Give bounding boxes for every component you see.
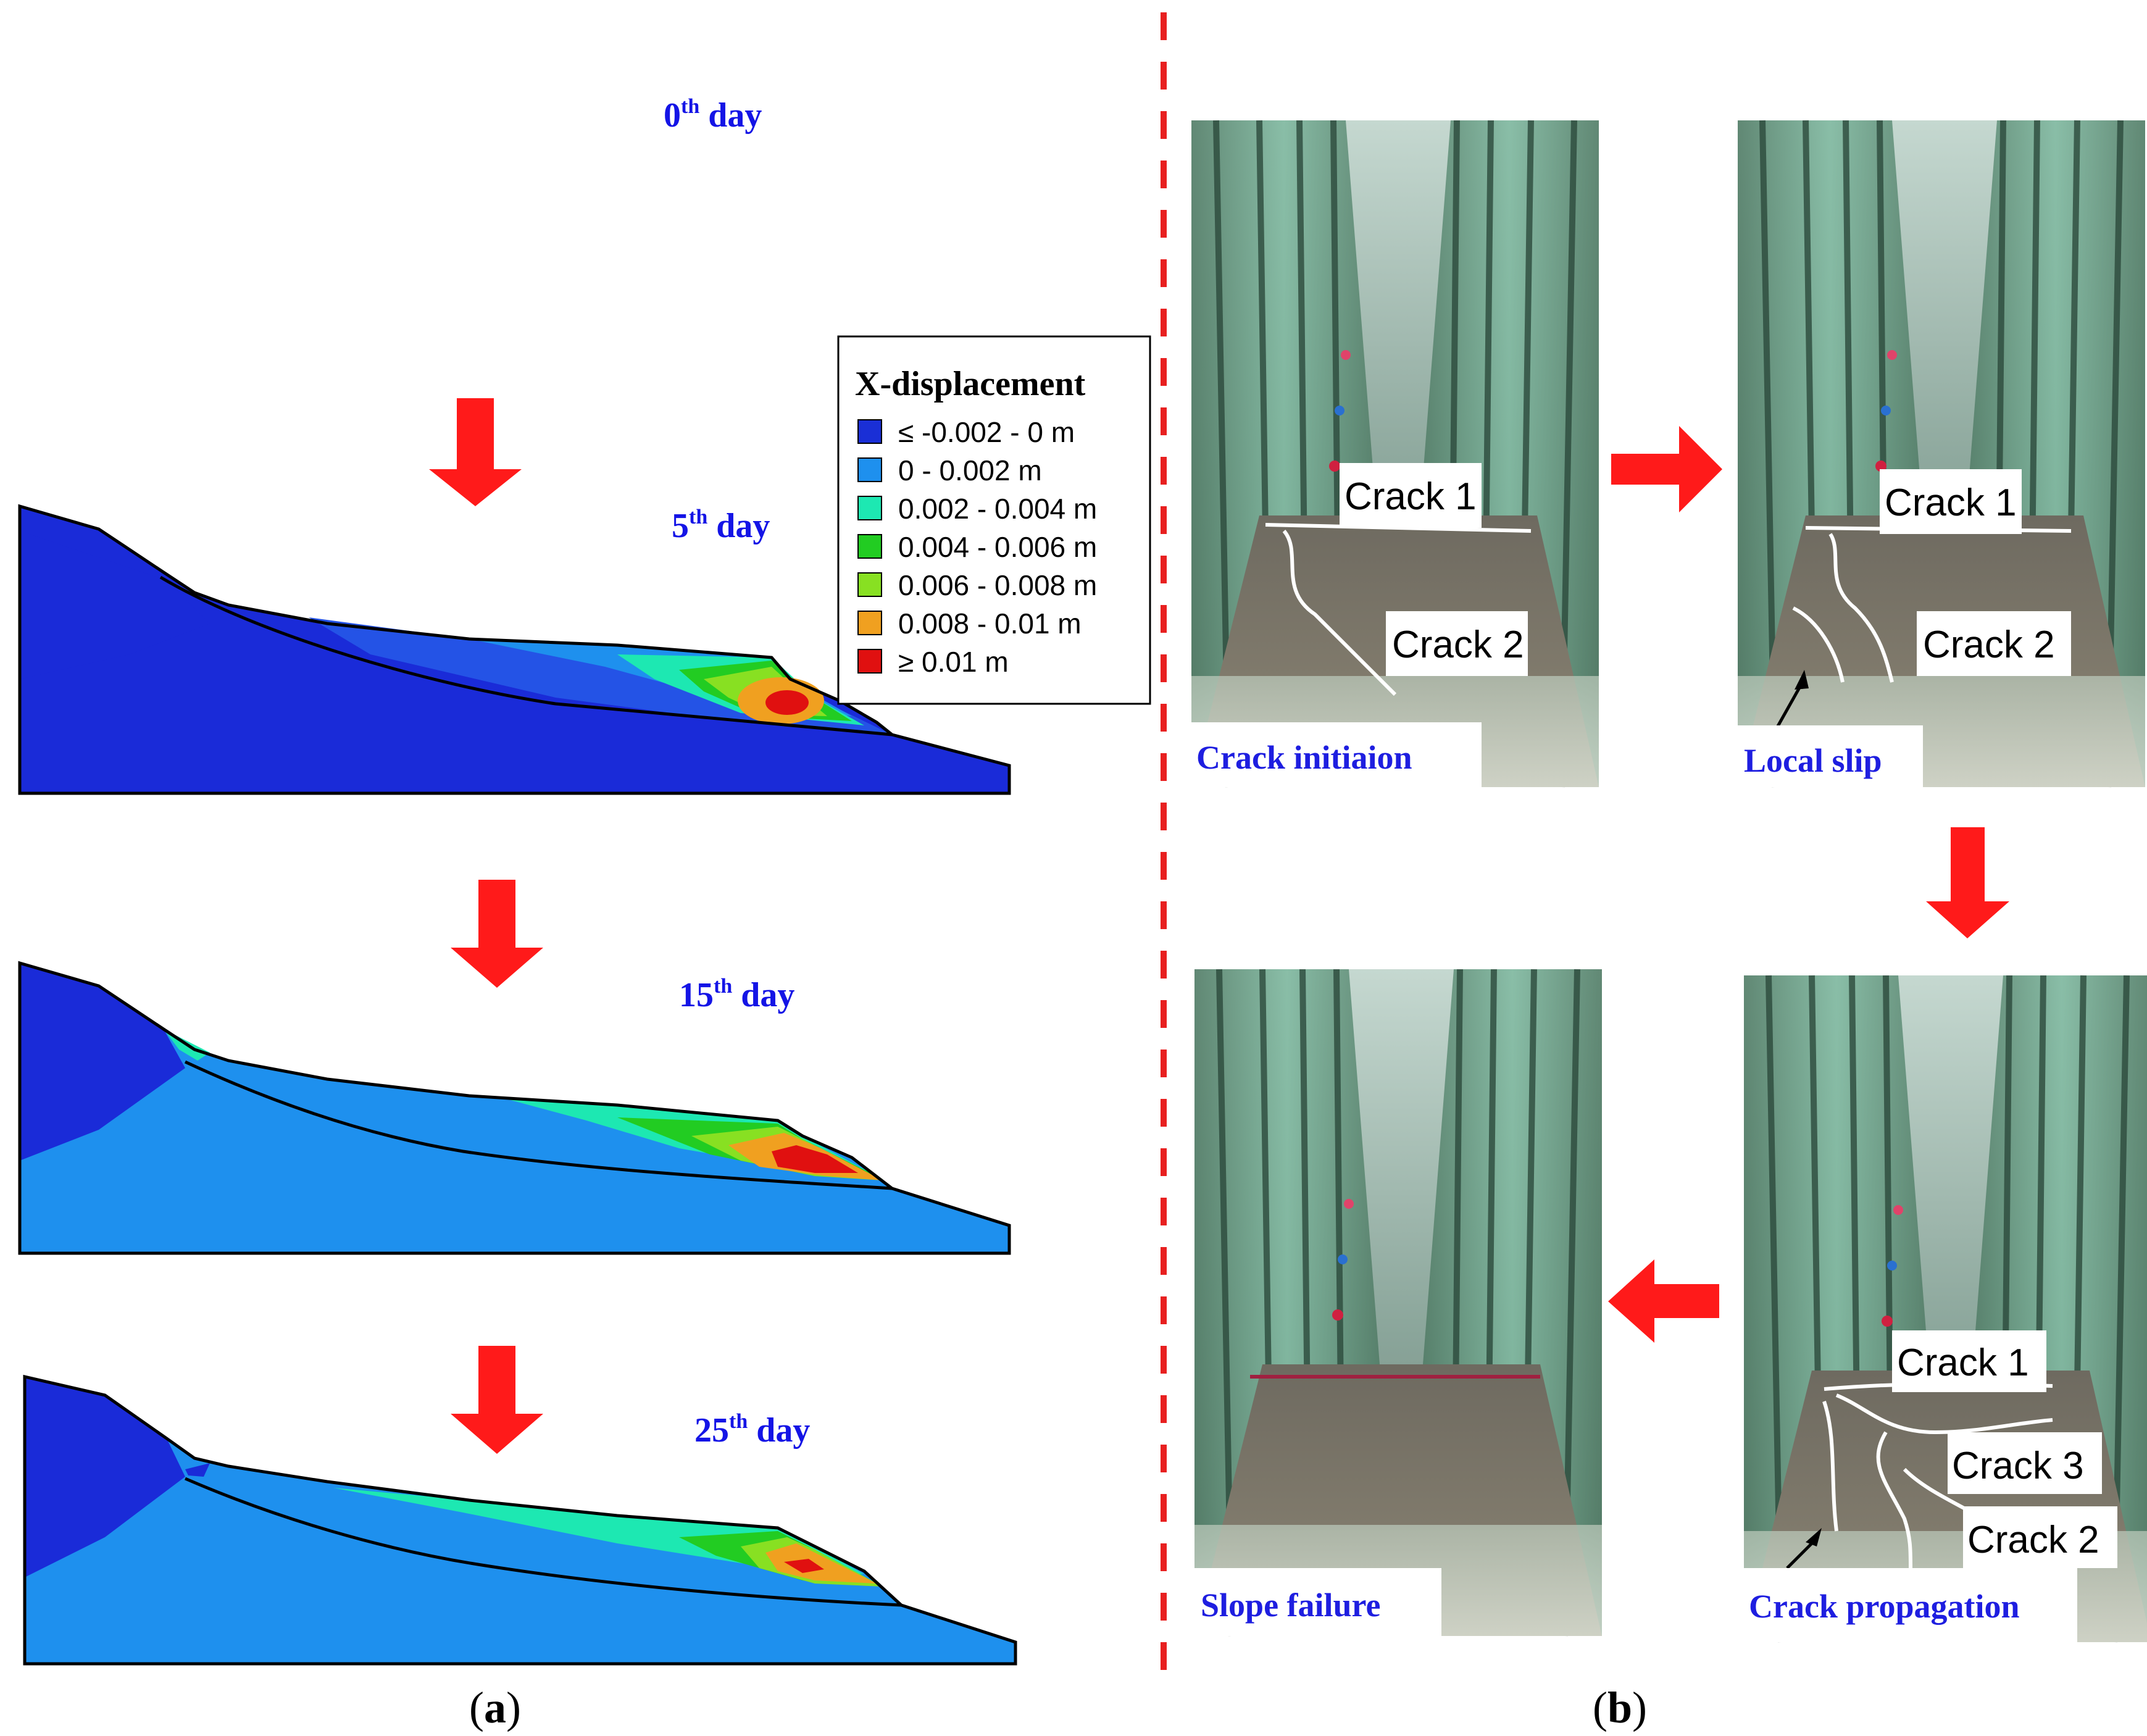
- crack-label-box: [1880, 469, 2022, 534]
- crack-label-box: [1892, 1330, 2046, 1392]
- stage-label-box: [1194, 1568, 1441, 1636]
- x-displacement-legend: X-displacement ≤ -0.002 - 0 m 0 - 0.002 …: [837, 335, 1151, 705]
- legend-swatch-5: [857, 611, 882, 635]
- legend-swatch-4: [857, 572, 882, 597]
- crack-label-box: [1340, 463, 1482, 528]
- down-arrow-3: [451, 1346, 543, 1454]
- crack-label-2: Crack 2: [1923, 624, 2055, 666]
- caption-a: (a): [469, 1683, 521, 1732]
- down-arrow-2: [451, 880, 543, 988]
- legend-label-5: 0.008 - 0.01 m: [898, 607, 1082, 640]
- crack-label-2: Crack 2: [1392, 624, 1524, 666]
- down-arrow-1: [429, 398, 522, 506]
- panel-a: 0th day 5th day 15th day: [18, 95, 1151, 1732]
- photo-local-slip: Crack 1 Crack 2 Local slip: [1738, 120, 2145, 787]
- legend-swatch-0: [857, 419, 882, 444]
- crack-label-box: [1386, 611, 1528, 676]
- stage-label-local-slip: Local slip: [1744, 742, 1882, 779]
- crack-label-1: Crack 1: [1885, 482, 2017, 524]
- stage-label-crack-initiation: Crack initiaion: [1196, 739, 1412, 776]
- legend-label-1: 0 - 0.002 m: [898, 454, 1042, 486]
- crack-label-1: Crack 1: [1344, 475, 1477, 518]
- legend-items: ≤ -0.002 - 0 m 0 - 0.002 m 0.002 - 0.004…: [857, 416, 1097, 678]
- crack-label-1: Crack 1: [1897, 1342, 2029, 1384]
- left-arrow: [1608, 1259, 1719, 1343]
- down-arrow-b: [1926, 827, 2009, 938]
- slope-model-day5: [18, 504, 1011, 795]
- legend-label-2: 0.002 - 0.004 m: [898, 493, 1097, 525]
- photo-crack-initiation: Crack 1 Crack 2 Crack initiaion: [1191, 120, 1599, 787]
- crack-label-3: Crack 3: [1952, 1445, 2084, 1487]
- legend-swatch-2: [857, 496, 882, 520]
- right-arrow: [1611, 426, 1722, 512]
- legend-swatch-1: [857, 457, 882, 482]
- photo-crack-propagation: Crack 1 Crack 3 Crack 2 Crack propagatio…: [1744, 975, 2147, 1642]
- legend-swatch-3: [857, 534, 882, 559]
- legend-label-0: ≤ -0.002 - 0 m: [898, 416, 1075, 448]
- stage-label-box: [1191, 722, 1482, 787]
- crack-label-box: [1948, 1432, 2102, 1494]
- panel-b: Crack 1 Crack 2 Crack initiaion Crack 1 …: [1191, 120, 2147, 1732]
- photo-slope-failure: Slope failure: [1194, 969, 1602, 1636]
- stage-label-box: [1744, 1568, 2077, 1642]
- slope-model-day25: [23, 1374, 1017, 1666]
- crack-label-2: Crack 2: [1967, 1519, 2099, 1561]
- day-label-15: 15th day: [679, 975, 794, 1014]
- crack-label-box: [1917, 611, 2071, 676]
- day-label-0: 0th day: [664, 95, 762, 135]
- stage-label-crack-propagation: Crack propagation: [1749, 1588, 2020, 1625]
- stage-label-box: [1738, 725, 1923, 787]
- slope-model-day15: [18, 961, 1011, 1255]
- legend-label-6: ≥ 0.01 m: [898, 646, 1009, 678]
- legend-title: X-displacement: [855, 365, 1086, 403]
- stage-label-slope-failure: Slope failure: [1201, 1587, 1381, 1624]
- pointer-arrow: [1773, 681, 1804, 733]
- legend-label-4: 0.006 - 0.008 m: [898, 569, 1097, 601]
- day-label-25: 25th day: [694, 1410, 810, 1450]
- caption-b: (b): [1593, 1683, 1647, 1732]
- crack-label-box: [1963, 1506, 2117, 1568]
- legend-label-3: 0.004 - 0.006 m: [898, 531, 1097, 563]
- day-label-5: 5th day: [672, 506, 770, 545]
- legend-swatch-6: [857, 649, 882, 674]
